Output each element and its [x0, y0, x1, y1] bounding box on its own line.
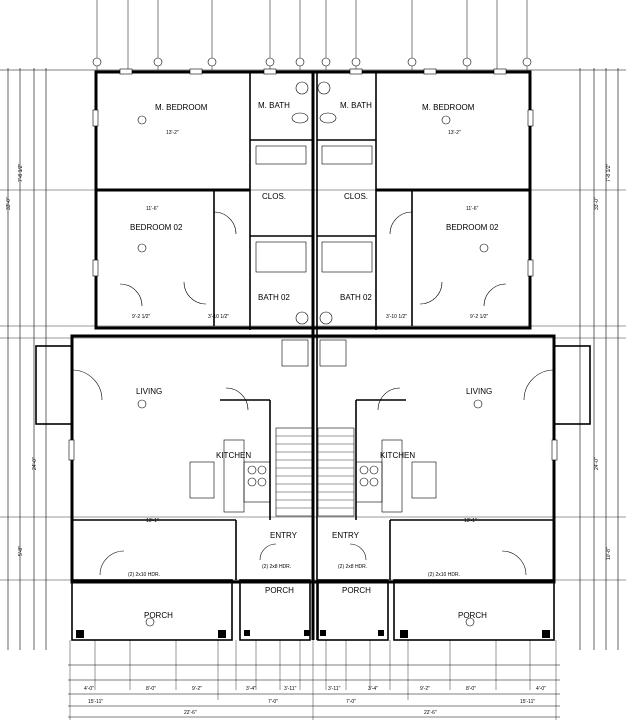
dim-side-right-3: 24'-0": [594, 457, 600, 470]
kitchen-counters: [189, 439, 437, 513]
dim-side-left-1: 33'-0": [6, 197, 12, 210]
grid-bubbles: [92, 57, 532, 627]
dim-side-right-2: 7'-8 1/2": [606, 163, 612, 182]
dim-d6-right: 3'-10 1/2": [386, 314, 407, 320]
label-entry-left: ENTRY: [270, 531, 298, 540]
dim-bottom-2: 8'-0": [146, 686, 156, 692]
label-living-right: LIVING: [466, 387, 492, 396]
dim-header-left: (2) 2x10 HDR.: [128, 572, 160, 578]
dim-total-right: 22'-6": [424, 710, 437, 716]
dim-bottom-9: 8'-0": [466, 686, 476, 692]
dim-bottom-7: 3'-4": [368, 686, 378, 692]
dim-side-left-2: 7'-8 1/2": [18, 163, 24, 182]
windows: [68, 68, 558, 461]
party-wall: [311, 72, 318, 640]
dim-bottom-5: 3'-11": [284, 686, 297, 692]
label-master-bedroom-left: M. BEDROOM: [155, 103, 208, 112]
door-swings: [71, 211, 555, 576]
dim-bottom-1: 4'-0": [84, 686, 94, 692]
room-labels-left: M. BEDROOM M. BATH CLOS. BEDROOM 02 BATH…: [130, 101, 298, 620]
dim-bottom-10: 4'-0": [536, 686, 546, 692]
dim-bottom-6: 3'-11": [328, 686, 341, 692]
label-master-bath-left: M. BATH: [258, 101, 290, 110]
label-bath2-right: BATH 02: [340, 293, 372, 302]
dim-mid-right: 7'-0": [346, 699, 356, 705]
dimension-labels: 13'-2" 13'-2" 11'-6" 11'-6" 13'-1" 13'-1…: [6, 130, 612, 716]
label-closet-right: CLOS.: [344, 192, 368, 201]
dim-side-right-1: 33'-0": [594, 197, 600, 210]
dim-bottom-8: 9'-2": [420, 686, 430, 692]
label-porch-side-right: PORCH: [342, 586, 371, 595]
label-bath2-left: BATH 02: [258, 293, 290, 302]
dim-bedroom-w-left: 13'-2": [166, 130, 179, 136]
dim-header2-right: (2) 2x8 HDR.: [338, 564, 367, 570]
label-entry-right: ENTRY: [332, 531, 360, 540]
dim-bedroom2-w-left: 11'-6": [146, 206, 159, 212]
dim-total-left: 22'-6": [184, 710, 197, 716]
dim-d7-left: 9'-2 1/2": [132, 314, 151, 320]
dim-header-right: (2) 2x10 HDR.: [428, 572, 460, 578]
dim-side-left-3: 24'-0": [32, 457, 38, 470]
stairs-right: [317, 427, 355, 517]
label-porch-side-left: PORCH: [265, 586, 294, 595]
label-porch-front-left: PORCH: [144, 611, 173, 620]
dim-mid-left: 7'-0": [268, 699, 278, 705]
label-living-left: LIVING: [136, 387, 162, 396]
label-closet-left: CLOS.: [262, 192, 286, 201]
dim-living-w-right: 13'-1": [464, 518, 477, 524]
dim-side-right-4: 10'-8": [606, 547, 612, 560]
label-bedroom2-left: BEDROOM 02: [130, 223, 183, 232]
dim-side-left-4: 5'-8": [18, 546, 24, 556]
label-kitchen-right: KITCHEN: [380, 451, 415, 460]
label-master-bath-right: M. BATH: [340, 101, 372, 110]
dim-half-right: 15'-11": [520, 699, 535, 705]
label-master-bedroom-right: M. BEDROOM: [422, 103, 475, 112]
label-porch-front-right: PORCH: [458, 611, 487, 620]
dim-bottom-3: 9'-2": [192, 686, 202, 692]
interior-walls: [72, 72, 554, 580]
porch-columns: [76, 630, 550, 638]
label-kitchen-left: KITCHEN: [216, 451, 251, 460]
dim-bottom-4: 3'-4": [246, 686, 256, 692]
label-bedroom2-right: BEDROOM 02: [446, 223, 499, 232]
dim-bedroom2-w-right: 11'-6": [466, 206, 479, 212]
dim-living-w-left: 13'-1": [146, 518, 159, 524]
dim-bedroom-w-right: 13'-2": [448, 130, 461, 136]
dim-header2-left: (2) 2x8 HDR.: [262, 564, 291, 570]
bath-fixtures: [255, 81, 373, 367]
dim-half-left: 15'-11": [88, 699, 103, 705]
room-labels-right: M. BEDROOM M. BATH CLOS. BEDROOM 02 BATH…: [332, 101, 499, 620]
dim-d7-right: 9'-2 1/2": [470, 314, 489, 320]
stairs-left: [275, 427, 313, 517]
dim-d6-left: 3'-10 1/2": [208, 314, 229, 320]
